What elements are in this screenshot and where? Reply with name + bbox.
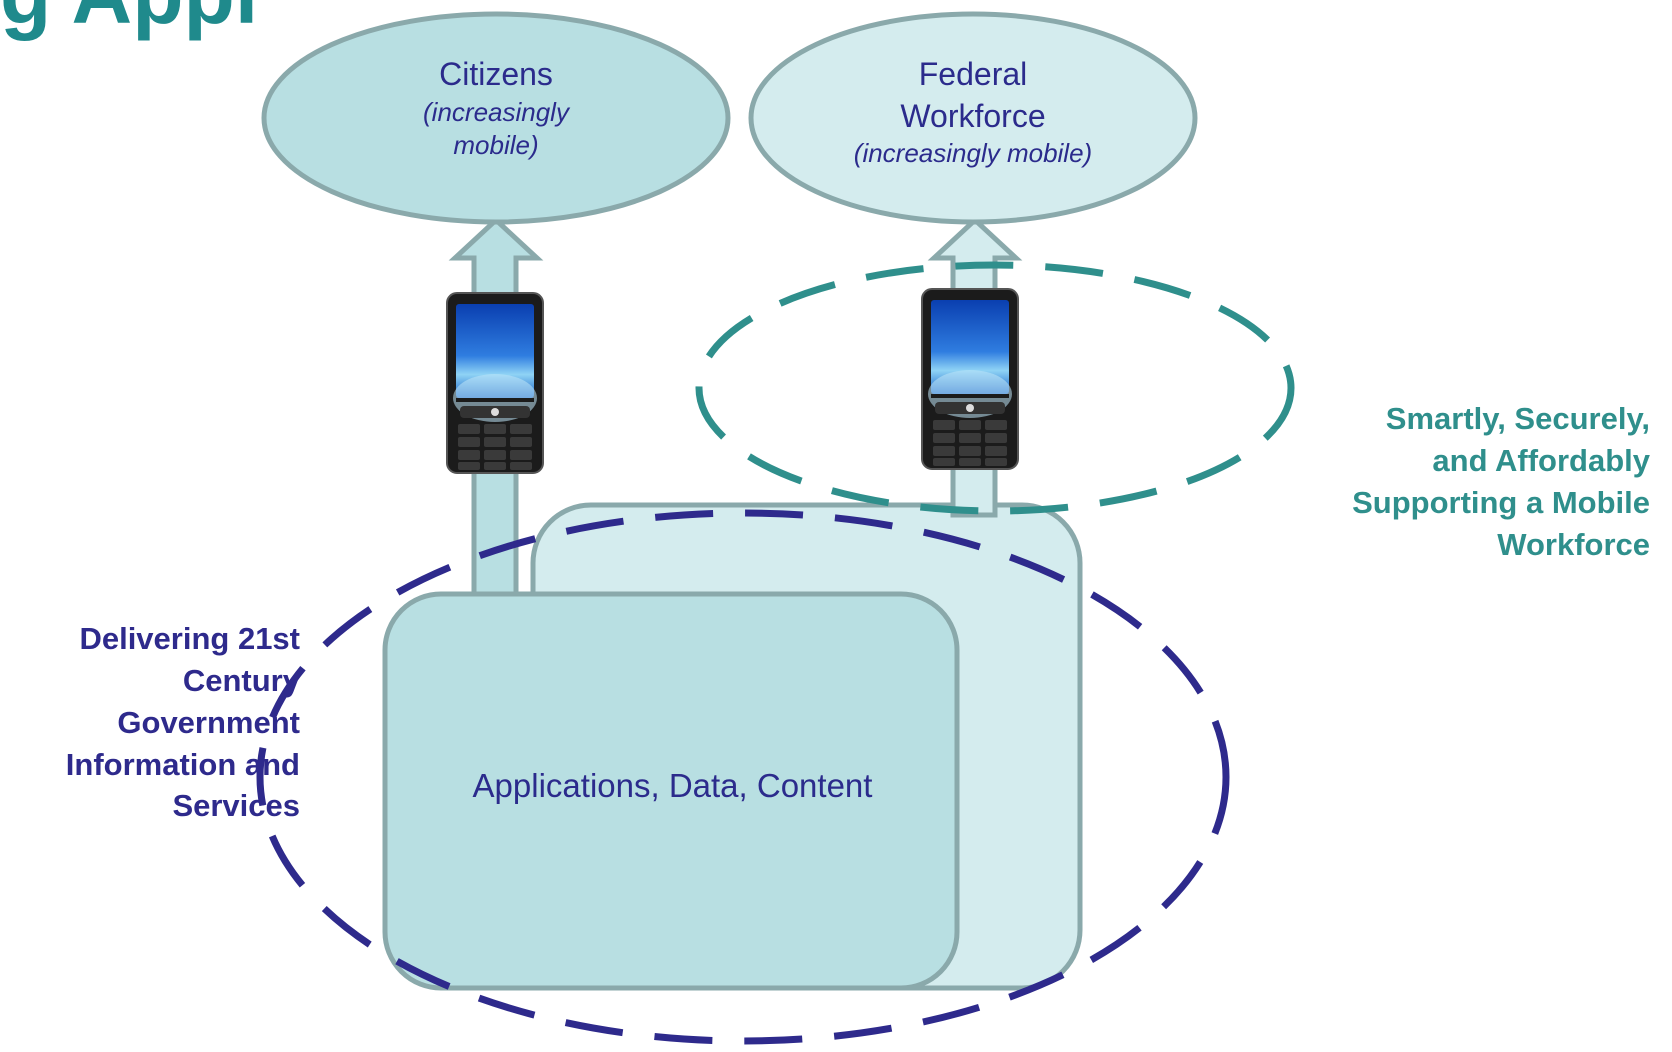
applications-box — [382, 591, 960, 991]
federal-workforce-title-line2: Workforce — [900, 97, 1046, 134]
citizens-subtitle-line2: mobile) — [453, 130, 539, 161]
callout-right-line: Smartly, Securely, — [1385, 401, 1650, 436]
mobile-phone-icon — [921, 288, 1019, 470]
citizens-title: Citizens — [439, 56, 553, 92]
callout-delivering-government-services: Delivering 21st Century Government Infor… — [10, 618, 300, 827]
dashed-ellipse-government-services — [256, 509, 1230, 1045]
federal-workforce-subtitle: (increasingly mobile) — [853, 138, 1093, 169]
citizens-subtitle-line1: (increasingly — [423, 96, 569, 127]
federal-workforce-node-label: Federal Workforce (increasingly mobile) — [813, 54, 1133, 171]
callout-right-line: Workforce — [1497, 526, 1650, 562]
callout-supporting-mobile-workforce: Smartly, Securely, and Affordably Suppor… — [1270, 398, 1650, 565]
dashed-ellipse-mobile-workforce — [695, 261, 1295, 515]
citizens-node-label: Citizens (increasingly mobile) — [346, 54, 646, 163]
citizens-ellipse — [261, 11, 731, 225]
callout-left-line: Government — [117, 704, 300, 740]
callout-right-line: Supporting a Mobile — [1352, 484, 1650, 520]
mobile-phone-icon — [446, 292, 544, 474]
callout-right-line: and Affordably — [1432, 442, 1650, 478]
federal-workforce-title-line1: Federal — [918, 56, 1028, 92]
applications-data-content-label: Applications, Data, Content — [472, 767, 873, 804]
callout-left-line: Services — [172, 788, 300, 824]
callout-left-line: Century — [182, 662, 300, 698]
federal-workforce-ellipse — [748, 11, 1198, 225]
callout-left-line: Information and — [65, 746, 300, 782]
callout-left-line: Delivering 21st — [79, 621, 300, 656]
